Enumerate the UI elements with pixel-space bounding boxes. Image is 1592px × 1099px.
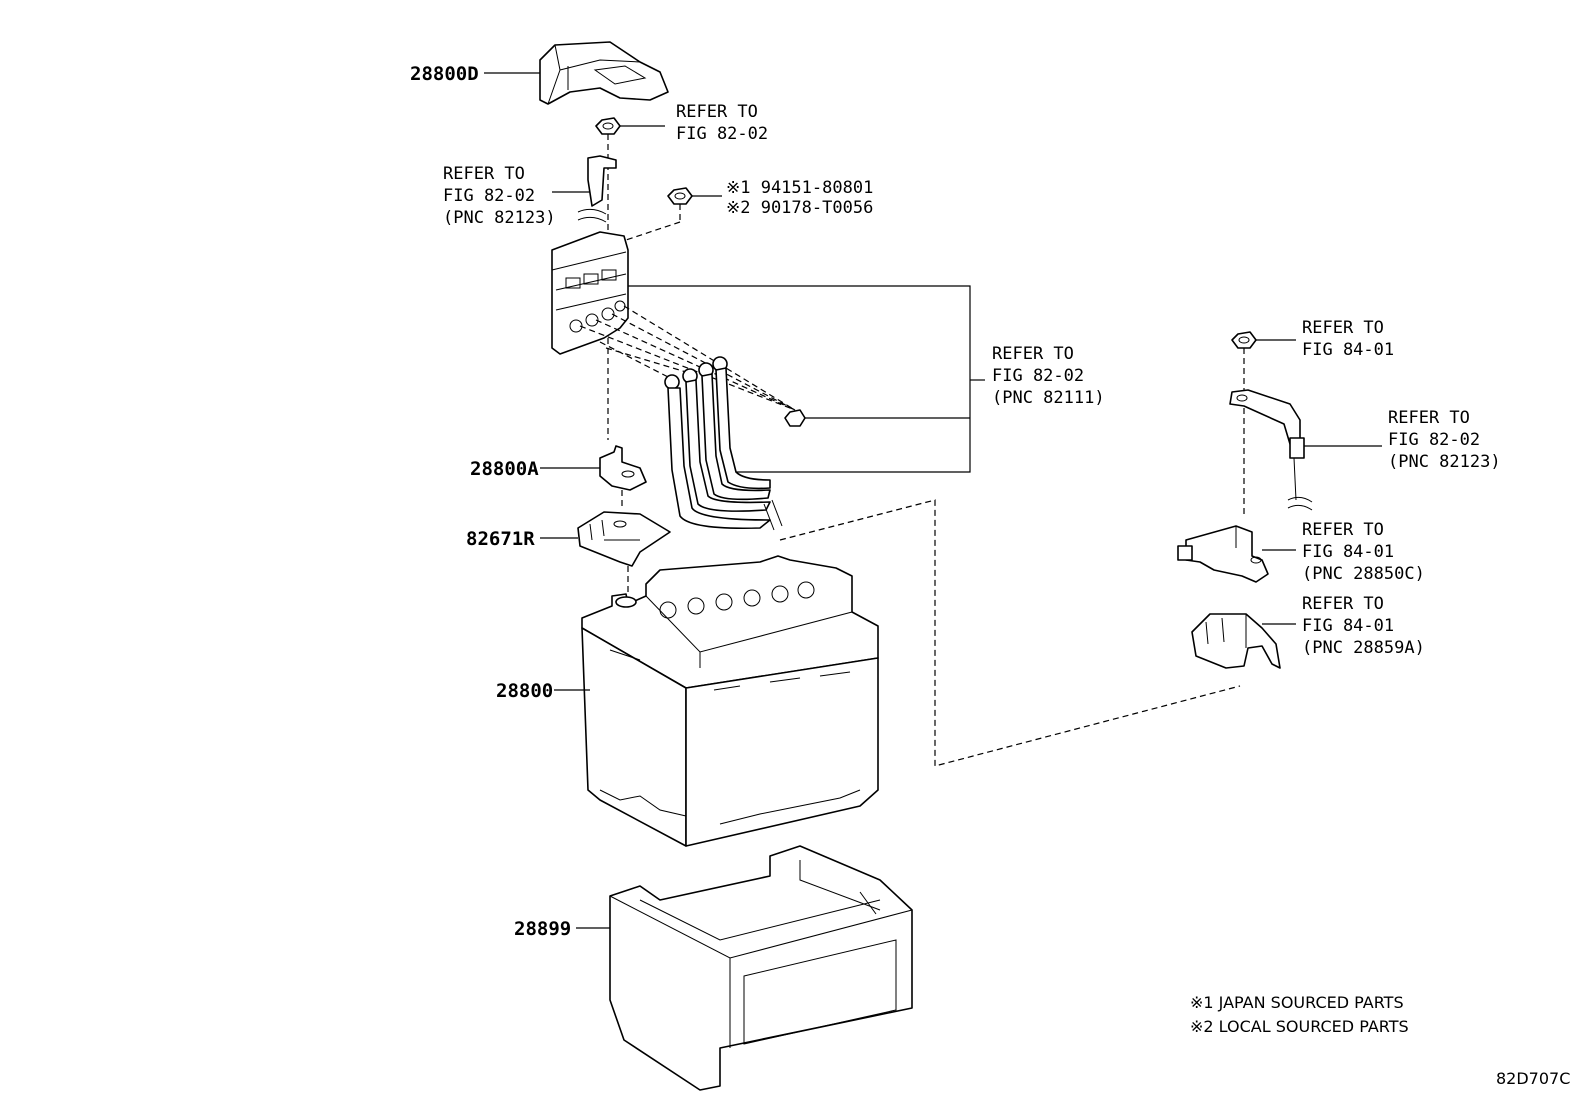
part-label-82671r: 82671R (466, 528, 535, 550)
fusible-link-block[interactable] (551, 231, 629, 355)
nut-icon-mid[interactable] (667, 187, 693, 205)
refer-label-6b: FIG 84-01 (1302, 542, 1394, 562)
terminal-cover-28800d[interactable] (539, 41, 669, 105)
battery-cables[interactable] (664, 356, 783, 531)
terminal-bracket-28859a[interactable] (1191, 613, 1281, 669)
terminal-cover-82671r[interactable] (577, 511, 671, 567)
refer-label-4b: FIG 84-01 (1302, 340, 1394, 360)
refer-label-2c: (PNC 82123) (443, 208, 556, 228)
part-label-28800a: 28800A (470, 458, 539, 480)
refer-label-4a: REFER TO (1302, 318, 1384, 338)
refer-label-7c: (PNC 28859A) (1302, 638, 1425, 658)
nut-label-1: ※1 94151-80801 (726, 178, 873, 198)
refer-label-1a: REFER TO (676, 102, 758, 122)
note-japan-sourced: ※1 JAPAN SOURCED PARTS (1190, 993, 1404, 1012)
refer-label-2b: FIG 82-02 (443, 186, 535, 206)
refer-label-7a: REFER TO (1302, 594, 1384, 614)
refer-label-6c: (PNC 28850C) (1302, 564, 1425, 584)
part-label-28800: 28800 (496, 680, 553, 702)
note-local-sourced: ※2 LOCAL SOURCED PARTS (1190, 1017, 1409, 1036)
battery-tray-28899[interactable] (609, 845, 913, 1091)
refer-label-5a: REFER TO (1388, 408, 1470, 428)
nut-icon-right[interactable] (1231, 331, 1257, 349)
battery-sensor-28850c[interactable] (1177, 525, 1269, 583)
refer-label-6a: REFER TO (1302, 520, 1384, 540)
refer-label-1b: FIG 82-02 (676, 124, 768, 144)
ground-strap[interactable] (1229, 389, 1313, 511)
figure-code: 82D707C (1496, 1069, 1570, 1088)
refer-label-3a: REFER TO (992, 344, 1074, 364)
cable-clip-82123[interactable] (577, 155, 617, 223)
terminal-clamp-28800a[interactable] (599, 445, 647, 491)
part-label-28800d: 28800D (410, 63, 479, 85)
nut-icon-center[interactable] (784, 409, 806, 427)
nut-icon-top[interactable] (595, 117, 621, 135)
refer-label-5b: FIG 82-02 (1388, 430, 1480, 450)
refer-label-7b: FIG 84-01 (1302, 616, 1394, 636)
battery-28800[interactable] (581, 555, 879, 847)
refer-label-5c: (PNC 82123) (1388, 452, 1501, 472)
refer-label-3c: (PNC 82111) (992, 388, 1105, 408)
refer-label-2a: REFER TO (443, 164, 525, 184)
refer-label-3b: FIG 82-02 (992, 366, 1084, 386)
part-label-28899: 28899 (514, 918, 571, 940)
nut-label-2: ※2 90178-T0056 (726, 198, 873, 218)
